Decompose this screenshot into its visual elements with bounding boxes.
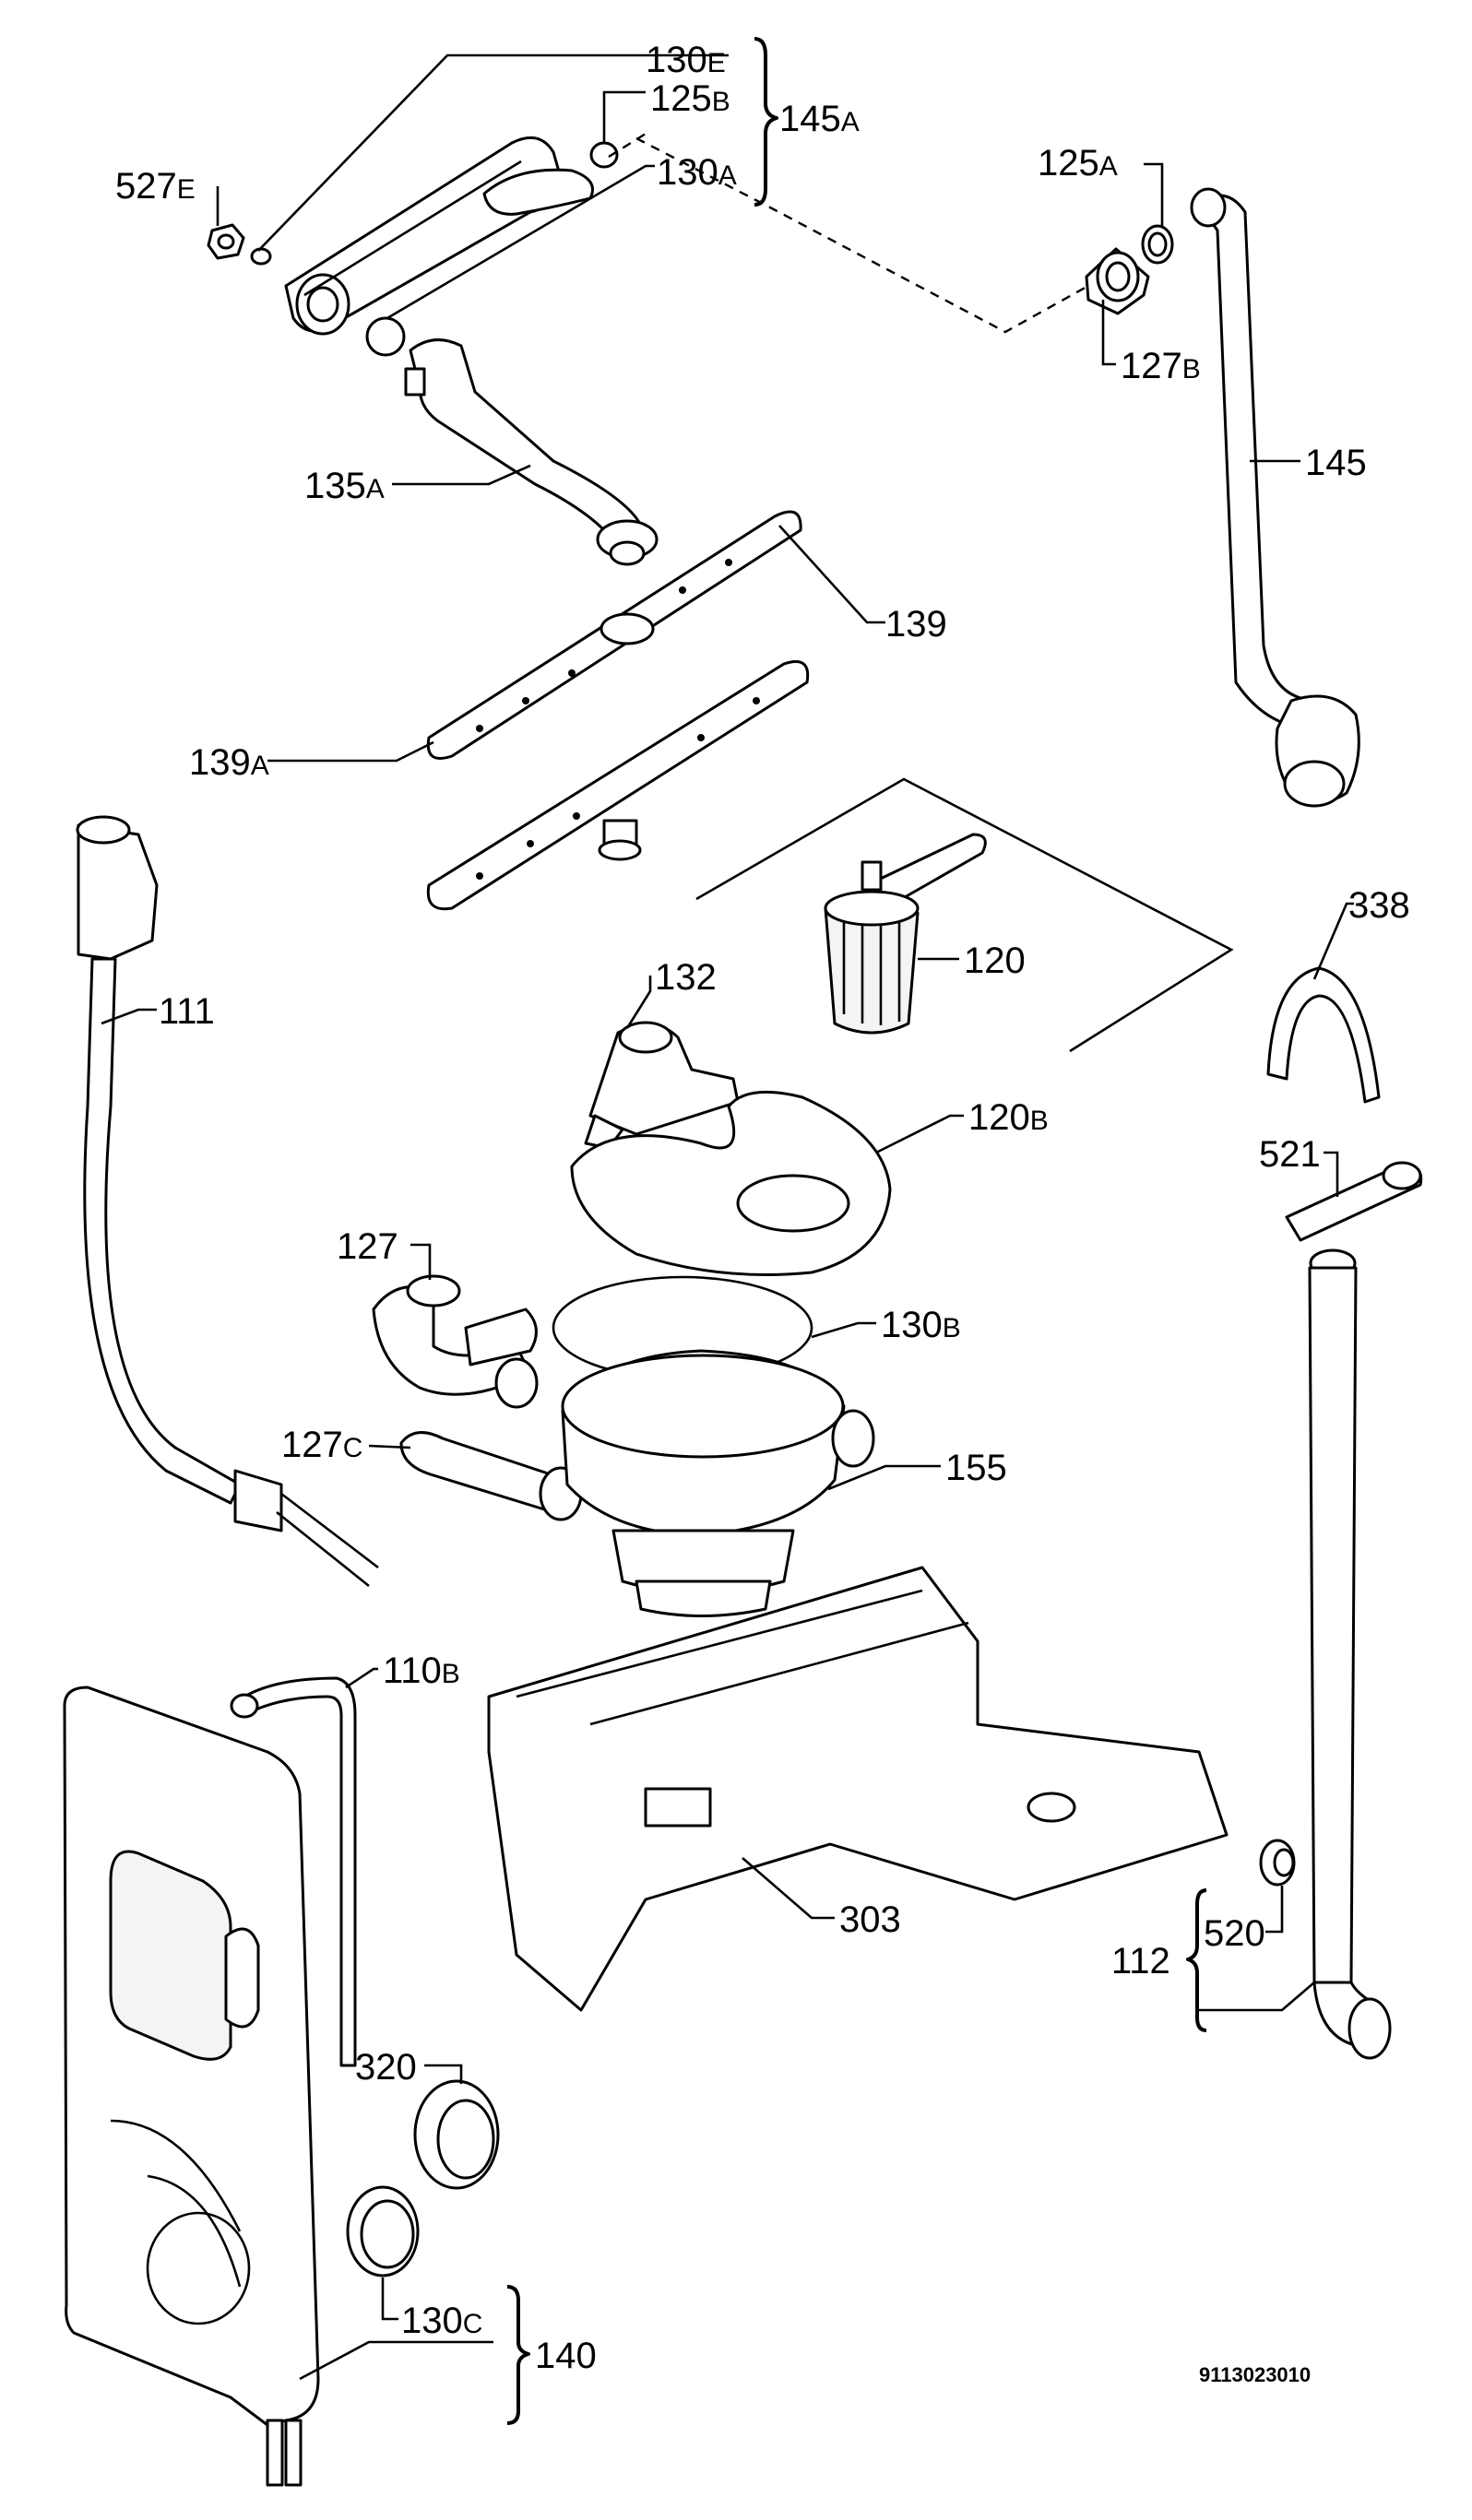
braces (506, 37, 1207, 2425)
label-127c: 127C (281, 1425, 362, 1465)
tube-110b (230, 1676, 357, 2067)
filter-120 (824, 833, 987, 1035)
label-112: 112 (1111, 1941, 1170, 1982)
document-number: 9113023010 (1199, 2363, 1311, 2386)
label-132: 132 (655, 957, 717, 998)
label-125b: 125B (650, 78, 730, 119)
hose-127 (372, 1274, 539, 1409)
filter-group-frame (695, 777, 1234, 1053)
label-155: 155 (945, 1448, 1007, 1488)
o-ring-125a (1141, 224, 1174, 265)
label-111: 111 (159, 991, 215, 1032)
drain-hose-112 (1308, 1248, 1392, 2060)
o-ring-130a (365, 316, 406, 357)
brace-140 (506, 2285, 530, 2425)
label-120: 120 (964, 941, 1026, 981)
valve-132 (584, 1021, 740, 1150)
label-521: 521 (1259, 1134, 1321, 1175)
label-303: 303 (839, 1899, 901, 1940)
label-130a: 130A (657, 152, 737, 193)
o-ring-130c (346, 2185, 420, 2277)
label-145a: 145A (779, 99, 860, 139)
label-127: 127 (337, 1226, 398, 1267)
grommet-520 (1259, 1839, 1296, 1887)
bracket-521 (1285, 1161, 1423, 1242)
seal-120b (570, 1090, 892, 1276)
nut-527e (207, 223, 245, 260)
o-ring-130e (250, 247, 272, 266)
spray-arm-139 (426, 660, 810, 911)
label-127b: 127B (1121, 346, 1201, 386)
label-320: 320 (355, 2047, 417, 2088)
base-tray-303 (487, 1566, 1229, 2012)
label-527e: 527E (115, 166, 196, 207)
label-139: 139 (885, 604, 947, 645)
label-130b: 130B (881, 1305, 961, 1345)
seal-320 (413, 2079, 500, 2190)
label-520: 520 (1204, 1913, 1265, 1954)
label-130e: 130E (646, 40, 726, 80)
leader-lines (101, 53, 1354, 2381)
side-panel-140 (63, 1686, 320, 2487)
upper-supply-pipe-145a (284, 136, 594, 336)
brace-112 (1186, 1888, 1207, 2032)
brace-145a (754, 37, 778, 207)
label-145: 145 (1305, 443, 1367, 483)
clip-338 (1266, 966, 1381, 1104)
part-labels: 130E 125B 145A 130A 527E 125A 127B 145 1… (115, 40, 1410, 2386)
label-338: 338 (1348, 885, 1410, 926)
label-140: 140 (535, 2336, 597, 2376)
hose-127c (399, 1431, 583, 1521)
supply-pipe-145 (1190, 187, 1360, 808)
label-110b: 110B (383, 1650, 460, 1691)
spray-arm-139a (426, 510, 802, 760)
label-130c: 130C (401, 2301, 482, 2341)
inlet-hose-111 (76, 815, 379, 1588)
connector-127b (1085, 247, 1150, 315)
upper-arm-pipe-135a (404, 338, 659, 566)
label-120b: 120B (968, 1097, 1049, 1138)
label-139a: 139A (189, 742, 269, 783)
label-135a: 135A (304, 466, 385, 506)
label-125a: 125A (1038, 143, 1118, 183)
sump-155 (561, 1349, 875, 1617)
